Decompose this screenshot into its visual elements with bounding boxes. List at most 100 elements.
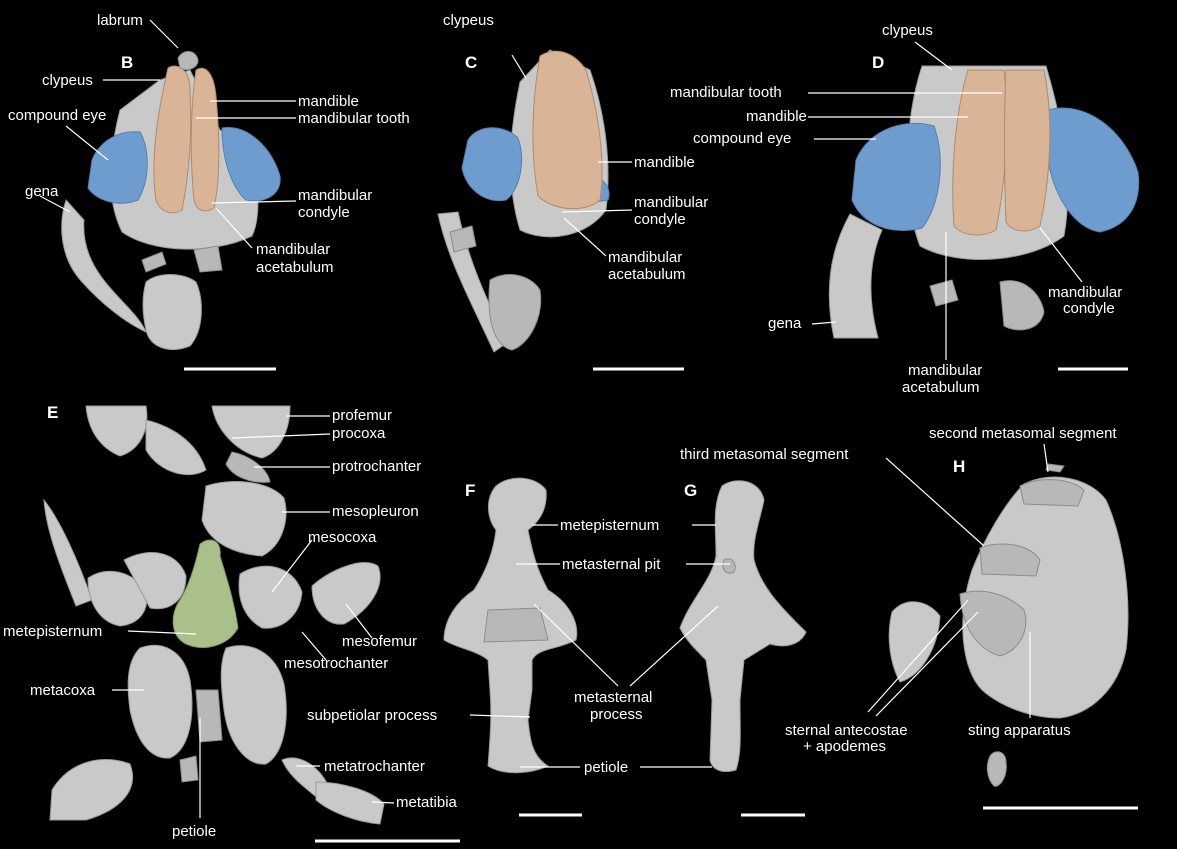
panel-label-g: G <box>684 481 697 500</box>
metacoxa-left-shape <box>127 644 193 759</box>
left-trochanter-shape <box>87 570 148 627</box>
protrochanter-left-shape <box>145 419 207 476</box>
label-d-mandible: mandible <box>746 108 807 125</box>
procoxa-shape <box>211 405 291 459</box>
label-c-mandibular-acetabulum-2: acetabulum <box>608 266 686 283</box>
leader-g-metasternal-process <box>629 605 719 687</box>
panel-label-h: H <box>953 457 965 476</box>
profemur-shape <box>85 405 148 457</box>
label-d-mandibular-acetabulum-1: mandibular <box>908 362 982 379</box>
leader-b-compound-eye <box>65 125 109 161</box>
label-h-second-metasomal-segment: second metasomal segment <box>929 425 1117 442</box>
label-e-mesofemur: mesofemur <box>342 633 417 650</box>
label-e-metepisternum: metepisternum <box>3 623 102 640</box>
leader-h-third-metasomal-segment <box>885 457 985 547</box>
fragment-h-top-shape <box>1045 463 1065 473</box>
fragment-e-shape <box>179 755 199 783</box>
label-b-mandibular-acetabulum-1: mandibular <box>256 241 330 258</box>
mandible-shape-c <box>532 50 603 210</box>
metasternal-process-f-shape <box>483 607 549 643</box>
label-fg-subpetiolar-process: subpetiolar process <box>307 707 437 724</box>
label-c-mandibular-acetabulum-1: mandibular <box>608 249 682 266</box>
fragment-d2-shape <box>929 279 959 307</box>
panel-label-f: F <box>465 481 475 500</box>
panel-g: G <box>679 480 807 817</box>
label-b-clypeus: clypeus <box>42 72 93 89</box>
panel-label-c: C <box>465 53 477 72</box>
fragment-shape-d <box>999 280 1045 331</box>
mandible-right-shape-d <box>1004 69 1051 232</box>
petiole-shape-e <box>195 689 223 743</box>
leader-b-mandibular-acetabulum <box>215 207 253 249</box>
label-e-metacoxa: metacoxa <box>30 682 96 699</box>
label-c-clypeus: clypeus <box>443 12 494 29</box>
sternal-antecostae-shape <box>959 590 1027 657</box>
panel-c: C clypeus mandible mandibular condyle ma… <box>437 12 708 371</box>
label-c-mandibular-condyle-2: condyle <box>634 211 686 228</box>
leader-b-mandibular-condyle <box>211 200 297 204</box>
second-metasomal-segment-shape <box>1019 479 1085 507</box>
leader-e-metatibia <box>371 801 395 804</box>
label-d-compound-eye: compound eye <box>693 130 791 147</box>
label-b-mandibular-condyle-2: condyle <box>298 204 350 221</box>
fragment-shape-c <box>488 274 542 351</box>
panel-d: D clypeus mandibular tooth mandible comp… <box>670 22 1160 396</box>
label-e-mesotrochanter: mesotrochanter <box>284 655 388 672</box>
label-fg-metasternal-pit: metasternal pit <box>562 556 661 573</box>
fragment-c2-shape <box>449 225 477 253</box>
labrum-shape <box>177 51 199 71</box>
metafemur-left-shape <box>49 759 134 821</box>
fragment-a-shape <box>141 251 167 273</box>
leader-e-procoxa <box>231 433 331 439</box>
gena-shape <box>61 199 147 333</box>
leader-h-sternal-antecostae-2 <box>875 611 979 717</box>
gena-shape-d <box>828 213 883 339</box>
label-b-mandible: mandible <box>298 93 359 110</box>
label-d-clypeus: clypeus <box>882 22 933 39</box>
metasternal-pit-g-shape <box>722 558 736 574</box>
metasoma-shape <box>962 476 1129 719</box>
label-h-sternal-antecostae-1: sternal antecostae <box>785 722 908 739</box>
label-c-mandible: mandible <box>634 154 695 171</box>
label-d-mandibular-condyle-2: condyle <box>1063 300 1115 317</box>
protrochanter-shape <box>225 451 271 483</box>
label-d-mandibular-acetabulum-2: acetabulum <box>902 379 980 396</box>
fragment-h-shape <box>888 601 941 683</box>
leader-d-mandibular-condyle <box>1039 227 1083 283</box>
mandible-left-shape <box>153 65 192 214</box>
label-b-gena: gena <box>25 183 59 200</box>
leader-b-labrum <box>149 19 179 49</box>
fragment-h-bottom-shape <box>986 751 1007 787</box>
fg-labels: metepisternum metasternal pit metasterna… <box>307 517 730 776</box>
left-leg-shape <box>43 498 93 607</box>
mandible-right-shape <box>190 67 220 212</box>
left-mid-shape <box>123 552 187 610</box>
label-h-sting-apparatus: sting apparatus <box>968 722 1071 739</box>
metacoxa-right-shape <box>220 645 287 765</box>
metasternum-g-shape <box>679 480 807 773</box>
panel-b: B labrum clypeus compound eye gena mandi… <box>8 12 410 371</box>
panel-label-b: B <box>121 53 133 72</box>
label-fg-metasternal-process-2: process <box>590 706 643 723</box>
label-e-metatibia: metatibia <box>396 794 458 811</box>
panel-h: H third metasomal segment second metasom… <box>680 425 1138 810</box>
label-e-mesocoxa: mesocoxa <box>308 529 377 546</box>
leader-e-mesofemur <box>345 603 373 639</box>
compound-eye-shape-c <box>461 127 523 202</box>
label-e-procoxa: procoxa <box>332 425 386 442</box>
label-h-sternal-antecostae-2: + apodemes <box>803 738 886 755</box>
label-d-mandibular-tooth: mandibular tooth <box>670 84 782 101</box>
mesocoxa-shape <box>238 565 303 629</box>
mesofemur-shape <box>311 562 381 625</box>
leader-f-subpetiolar-process <box>469 714 531 718</box>
label-b-mandibular-condyle-1: mandibular <box>298 187 372 204</box>
label-e-metatrochanter: metatrochanter <box>324 758 425 775</box>
leader-h-second-metasomal-segment <box>1043 443 1049 473</box>
label-e-protrochanter: protrochanter <box>332 458 421 475</box>
leader-d-clypeus <box>914 41 953 71</box>
third-metasomal-segment-shape <box>979 543 1041 577</box>
label-e-mesopleuron: mesopleuron <box>332 503 419 520</box>
fragment-b-shape <box>193 245 223 273</box>
mouthpart-fragment-shape <box>142 274 202 350</box>
